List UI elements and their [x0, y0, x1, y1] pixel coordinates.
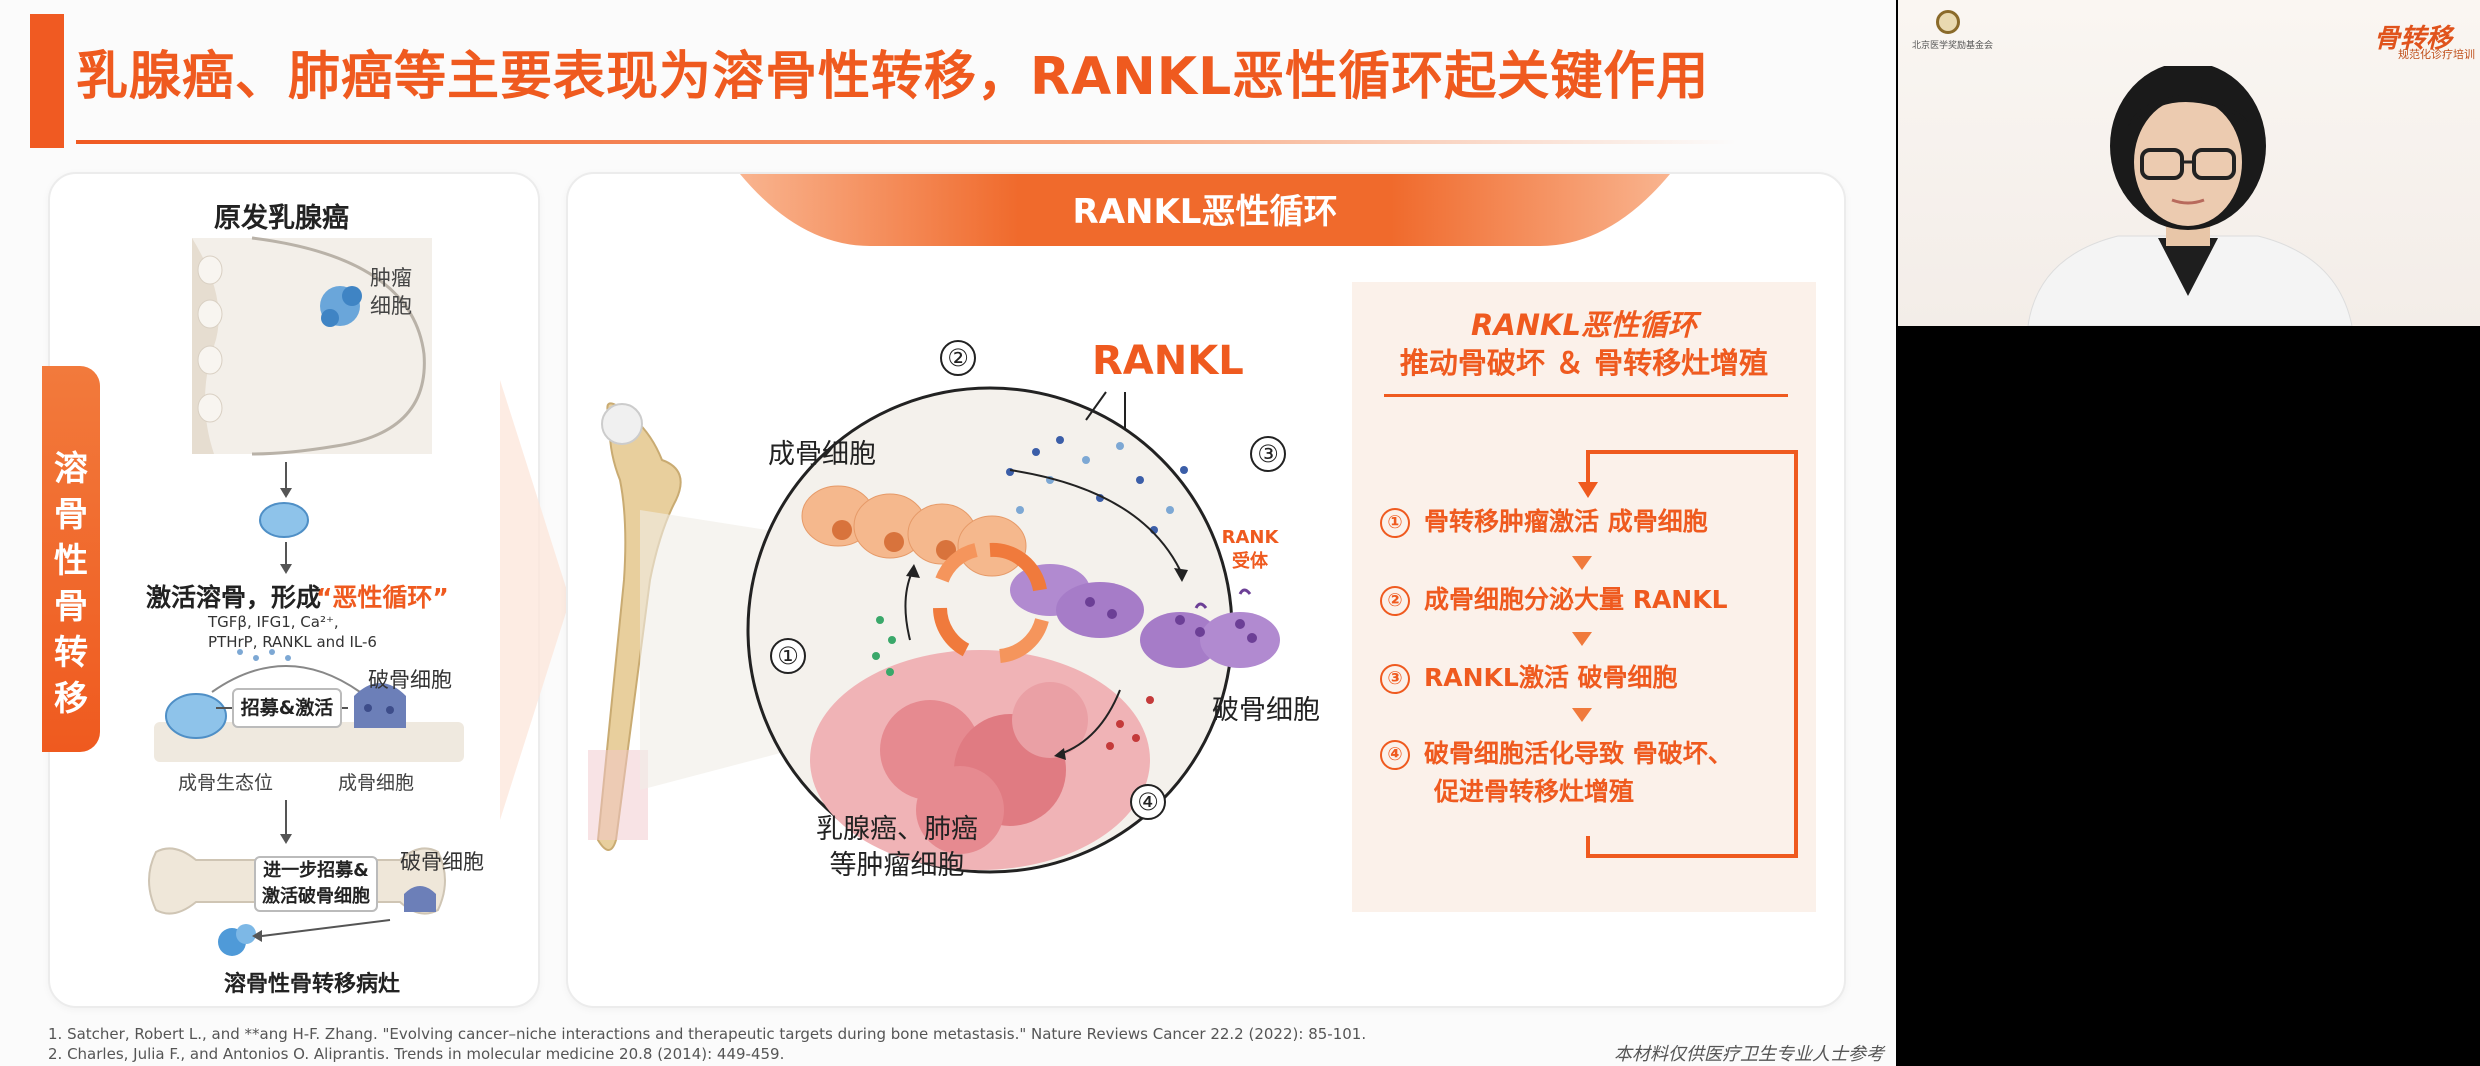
- step-1-text: 骨转移肿瘤激活 成骨细胞: [1424, 507, 1708, 536]
- step-4-line2: 促进骨转移灶增殖: [1434, 777, 1635, 806]
- explanation-title-rule: [1384, 394, 1788, 397]
- rank-receptor-label: RANK 受体: [1221, 527, 1279, 572]
- cycle-explanation-box: [1352, 282, 1816, 912]
- rankl-label: RANKL: [1092, 338, 1244, 384]
- disclaimer-text: 本材料仅供医疗卫生专业人士参考: [1614, 1044, 1884, 1065]
- further-recruit-box: 进一步招募&激活破骨细胞: [254, 856, 378, 912]
- foundation-logo-icon: [1936, 10, 1960, 34]
- cycle-number-2: ②: [940, 340, 976, 376]
- program-logo-title: 骨转移: [2374, 24, 2453, 54]
- osteoclast-label-left: 破骨细胞: [368, 668, 452, 692]
- osteoclast-label-bone: 破骨细胞: [400, 850, 484, 874]
- vicious-cycle-quote: “恶性循环”: [316, 583, 449, 612]
- explanation-title-line2: 推动骨破坏 ＆ 骨转移灶增殖: [1399, 346, 1769, 380]
- osteoblast-label-left: 成骨细胞: [338, 772, 415, 794]
- program-logo-subtitle: 规范化诊疗培训: [2398, 48, 2475, 61]
- primary-breast-cancer-heading: 原发乳腺癌: [214, 203, 349, 234]
- explanation-title-line1: RANKL恶性循环: [1471, 308, 1697, 342]
- step-1: ① 骨转移肿瘤激活 成骨细胞: [1380, 502, 1708, 538]
- cycle-arrows-icon: [933, 542, 1049, 663]
- breast-illustration: [192, 236, 432, 456]
- step-2: ② 成骨细胞分泌大量 RANKL: [1380, 580, 1728, 616]
- step-4: ④ 破骨细胞活化导致 骨破坏、: [1380, 734, 1733, 770]
- rankl-cycle-illustration: [588, 386, 1280, 874]
- presenter-figure: [2027, 66, 2353, 326]
- osteolytic-lesion-label: 溶骨性骨转移病灶: [224, 972, 401, 997]
- cycle-number-4: ④: [1130, 784, 1166, 820]
- osteoclast-label: 破骨细胞: [1212, 695, 1320, 726]
- panel-connector-chevron: [500, 380, 570, 820]
- feedback-loop-bracket: [1578, 450, 1798, 858]
- foundation-logo-text: 北京医学奖励基金会: [1912, 41, 1994, 51]
- ribbon-title: RANKL恶性循环: [1072, 192, 1338, 232]
- step-arrow-1: [1572, 556, 1592, 570]
- cycle-number-3: ③: [1250, 436, 1286, 472]
- osteoclast-cells: [1010, 564, 1280, 668]
- activate-osteolysis-text: 激活溶骨，形成: [146, 583, 322, 612]
- references: 1. Satcher, Robert L., and **ang H-F. Zh…: [48, 1024, 1366, 1064]
- osteoblast-niche-label: 成骨生态位: [178, 772, 274, 794]
- step-2-text: 成骨细胞分泌大量 RANKL: [1424, 585, 1728, 614]
- ribbon-banner: [740, 174, 1670, 246]
- step-3-text: RANKL激活 破骨细胞: [1424, 663, 1678, 692]
- step-3: ③ RANKL激活 破骨细胞: [1380, 658, 1678, 694]
- reference-1: 1. Satcher, Robert L., and **ang H-F. Zh…: [48, 1025, 1367, 1043]
- step-2-num: ②: [1380, 586, 1410, 616]
- step-arrow-2: [1572, 632, 1592, 646]
- recruit-activate-box: 招募&激活: [232, 688, 342, 728]
- left-panel-illustration: [148, 236, 464, 956]
- step-1-num: ①: [1380, 508, 1410, 538]
- factors-list: TGFβ, IFG1, Ca²⁺, PTHrP, RANKL and IL-6: [208, 613, 377, 651]
- osteoblast-label: 成骨细胞: [768, 439, 876, 470]
- title-underline: [76, 140, 1736, 144]
- step-4-num: ④: [1380, 740, 1410, 770]
- step-arrow-3: [1572, 708, 1592, 722]
- tumor-cells-label: 乳腺癌、肺癌等肿瘤细胞: [816, 814, 978, 881]
- title-accent-bar: [30, 14, 64, 148]
- reference-2: 2. Charles, Julia F., and Antonios O. Al…: [48, 1045, 785, 1063]
- tumor-mass: [810, 650, 1150, 870]
- tumor-cell-label: 肿瘤细胞: [370, 266, 412, 318]
- slide-title: 乳腺癌、肺癌等主要表现为溶骨性转移，RANKL恶性循环起关键作用: [76, 47, 1710, 107]
- step-4-text: 破骨细胞活化导致 骨破坏、: [1424, 739, 1733, 768]
- explanation-title: RANKL恶性循环 推动骨破坏 ＆ 骨转移灶增殖: [1352, 306, 1816, 382]
- presentation-slide: 乳腺癌、肺癌等主要表现为溶骨性转移，RANKL恶性循环起关键作用: [0, 0, 1896, 1066]
- osteolytic-vertical-tag: 溶骨性骨转移: [42, 366, 100, 752]
- step-3-num: ③: [1380, 664, 1410, 694]
- cycle-number-1: ①: [770, 638, 806, 674]
- vertical-tag-text: 溶骨性骨转移: [54, 449, 88, 719]
